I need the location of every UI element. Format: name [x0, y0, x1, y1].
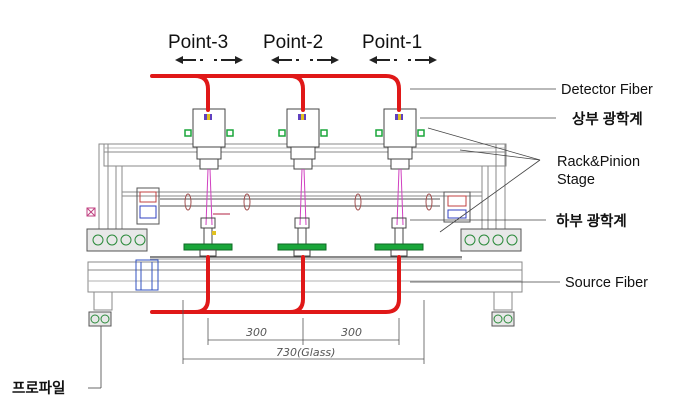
dimension-glass: 730(Glass) [276, 346, 335, 359]
point-1-group: Point-1 [362, 32, 437, 64]
right-motor [443, 191, 471, 223]
callout-source-fiber: Source Fiber [565, 275, 648, 291]
point-3-group: Point-3 [168, 32, 243, 64]
optical-head-2 [277, 108, 328, 257]
point-3-label: Point-3 [168, 32, 228, 53]
optical-head-3 [183, 108, 234, 257]
point-3-arrow [175, 56, 243, 64]
callout-leaders [88, 88, 560, 389]
callout-upper-optics: 상부 광학계 [572, 110, 643, 128]
detector-fiber [150, 74, 401, 112]
callout-detector-fiber: Detector Fiber [561, 82, 653, 98]
small-square-icon [86, 207, 96, 217]
point-2-arrow [271, 56, 339, 64]
callout-stage: Stage [557, 172, 595, 188]
dimension-300-b: 300 [341, 326, 362, 339]
dimension-300-a: 300 [246, 326, 267, 339]
point-1-arrow [369, 56, 437, 64]
point-1-label: Point-1 [362, 32, 422, 53]
callout-profile: 프로파일 [12, 380, 65, 397]
point-2-group: Point-2 [263, 32, 339, 64]
small-square-cross-2 [86, 207, 96, 217]
left-motor [135, 187, 160, 291]
callout-lower-optics: 하부 광학계 [556, 212, 627, 230]
profile-hatch [90, 234, 518, 324]
point-2-label: Point-2 [263, 32, 323, 53]
dimension-lines [182, 300, 425, 364]
optical-head-1 [374, 108, 425, 257]
callout-rack-pinion: Rack&Pinion [557, 154, 640, 170]
source-fiber [150, 255, 401, 314]
